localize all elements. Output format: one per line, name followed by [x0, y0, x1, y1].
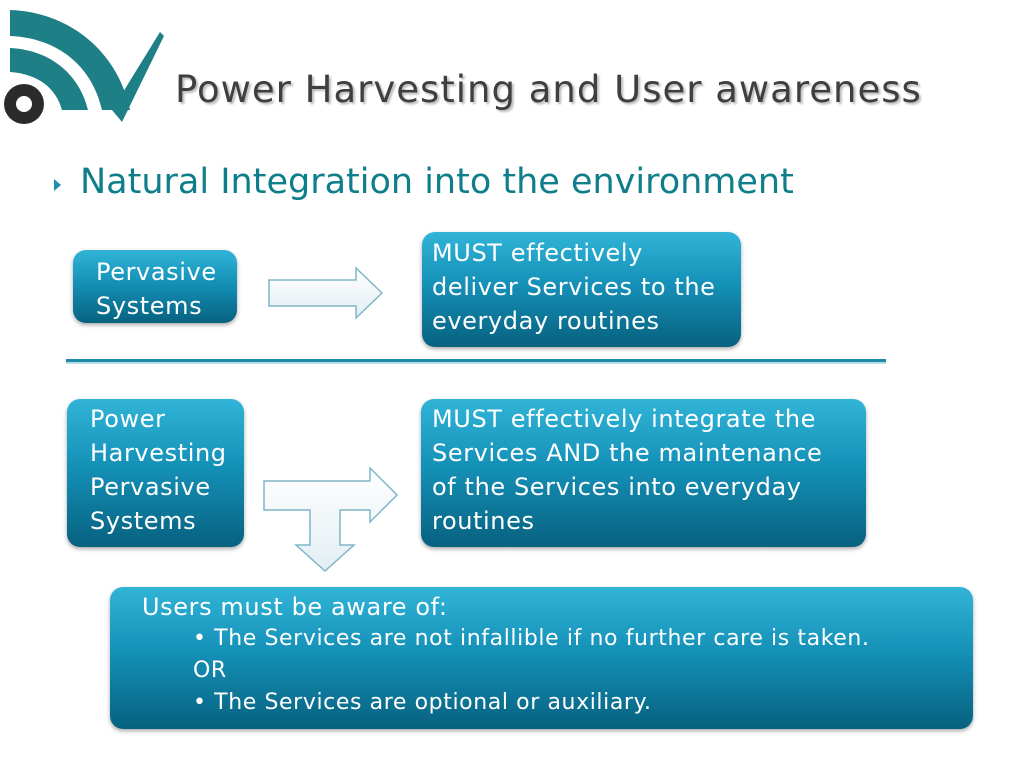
power-harvesting-box: Power Harvesting Pervasive Systems [67, 399, 244, 547]
right-arrow-icon [268, 266, 384, 320]
split-arrow-icon [263, 466, 399, 573]
awareness-or: OR [193, 658, 227, 683]
power-harvesting-text: Power Harvesting Pervasive Systems [90, 405, 227, 535]
bullet-arrow-icon [54, 178, 61, 191]
bullet-heading: Natural Integration into the environment [80, 162, 794, 202]
user-awareness-box: Users must be aware of: • The Services a… [110, 587, 973, 729]
awareness-item-1: • The Services are not infallible if no … [193, 626, 870, 651]
pervasive-systems-box: Pervasive Systems [73, 250, 237, 323]
must-integrate-box: MUST effectively integrate the Services … [421, 399, 866, 547]
slide-title: Power Harvesting and User awareness [175, 68, 922, 111]
must-integrate-text: MUST effectively integrate the Services … [432, 405, 823, 535]
divider-line [66, 359, 886, 364]
awareness-item-2: • The Services are optional or auxiliary… [193, 690, 652, 715]
must-deliver-box: MUST effectively deliver Services to the… [422, 232, 741, 347]
pervasive-systems-text: Pervasive Systems [96, 258, 217, 320]
awareness-heading: Users must be aware of: [142, 593, 448, 621]
bullet-row: Natural Integration into the environment [54, 162, 794, 202]
must-deliver-text: MUST effectively deliver Services to the… [432, 239, 716, 335]
logo [4, 10, 164, 124]
